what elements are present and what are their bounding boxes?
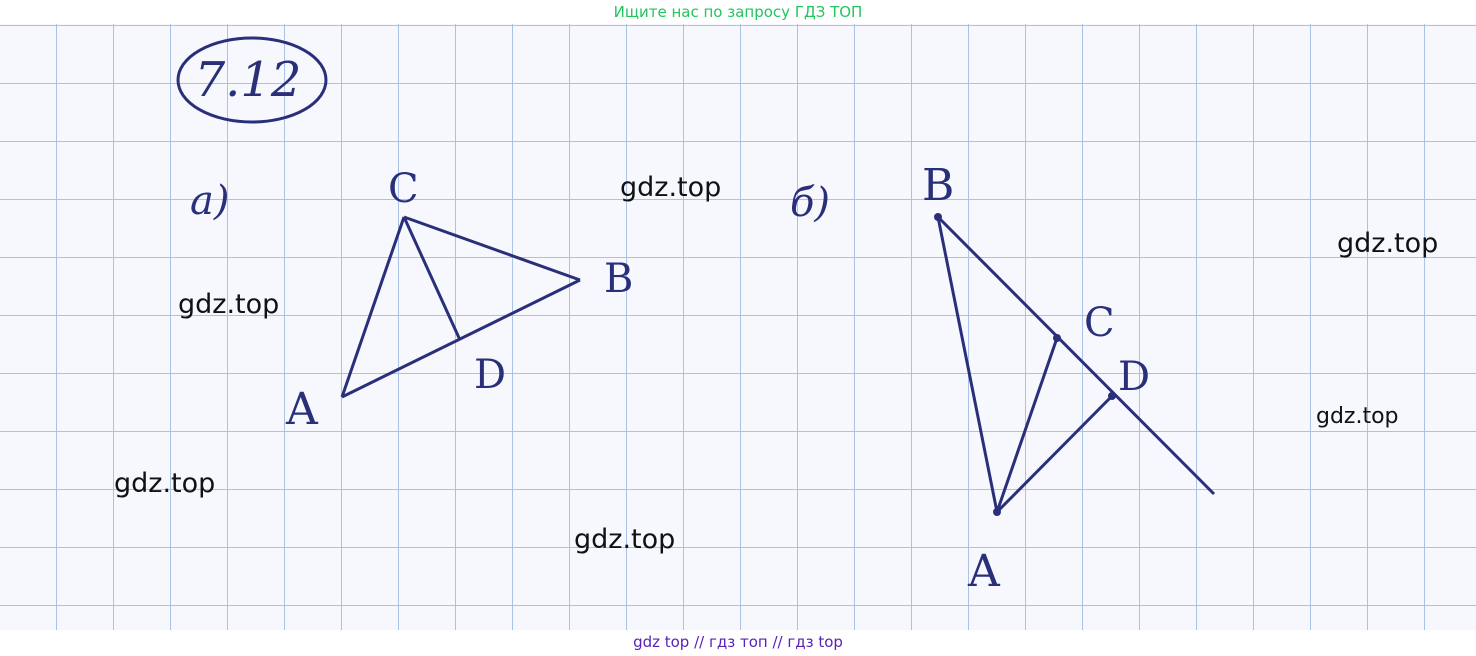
top-banner[interactable]: Ищите нас по запросу ГДЗ ТОП bbox=[0, 0, 1476, 24]
watermark: gdz.top bbox=[114, 468, 216, 499]
top-banner-text[interactable]: Ищите нас по запросу ГДЗ ТОП bbox=[613, 3, 863, 21]
part-a-point-C: C bbox=[388, 166, 419, 212]
part-a-point-B: B bbox=[604, 256, 633, 302]
notebook-page: 7.12 а) C B A D б) B C D A bbox=[0, 24, 1476, 630]
watermark: gdz.top bbox=[620, 172, 722, 203]
grid-lines bbox=[0, 24, 1476, 630]
part-b-figure bbox=[936, 215, 1216, 514]
problem-number-text: 7.12 bbox=[195, 52, 302, 108]
part-a-point-D: D bbox=[474, 352, 506, 398]
watermark: gdz.top bbox=[1316, 404, 1399, 429]
part-a-point-A: A bbox=[285, 384, 319, 435]
watermark: gdz.top bbox=[178, 289, 280, 320]
part-a-label: а) bbox=[190, 178, 229, 224]
problem-number: 7.12 bbox=[176, 36, 328, 124]
part-b-points bbox=[934, 213, 1116, 516]
watermark: gdz.top bbox=[574, 524, 676, 555]
part-b-point-C: C bbox=[1084, 300, 1115, 346]
bottom-banner-text[interactable]: gdz top // гдз топ // гдз top bbox=[633, 633, 843, 651]
part-a-figure bbox=[340, 215, 581, 399]
bottom-banner[interactable]: gdz top // гдз топ // гдз top bbox=[0, 630, 1476, 656]
part-b-point-B: B bbox=[922, 160, 954, 211]
watermark: gdz.top bbox=[1337, 228, 1439, 259]
part-b-label: б) bbox=[790, 180, 830, 226]
part-b-point-A: A bbox=[967, 546, 1001, 597]
part-b-point-D: D bbox=[1118, 354, 1150, 400]
